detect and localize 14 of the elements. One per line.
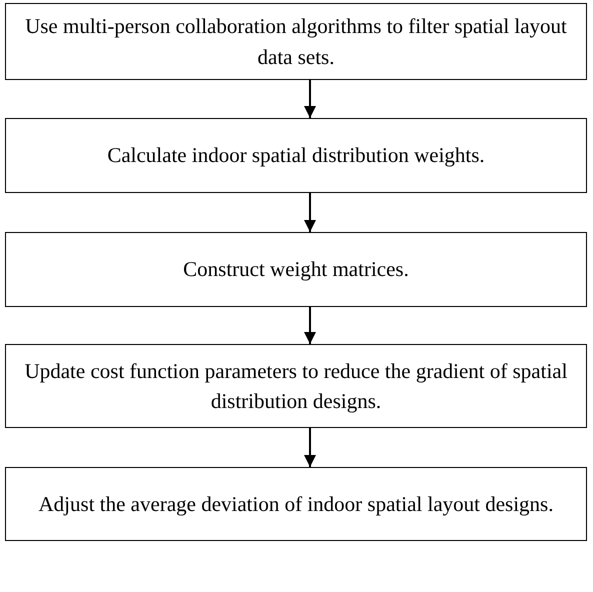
arrow (304, 307, 316, 344)
arrow (304, 193, 316, 232)
arrow (304, 428, 316, 467)
step-text: Adjust the average deviation of indoor spatial layout designs. (38, 490, 554, 518)
step-text: Calculate indoor spatial distribution weights. (107, 142, 485, 170)
process-box (5, 344, 587, 428)
process-box (5, 118, 587, 193)
process-box (5, 467, 587, 541)
step-text: Update cost function parameters to reduce the gradient of spatial distribution designs. (24, 358, 568, 415)
step-text: Use multi-person collaboration algorithms to filter spatial layout data sets. (24, 13, 568, 70)
arrow (304, 80, 316, 118)
step-text: Construct weight matrices. (183, 256, 409, 284)
process-box (5, 232, 587, 307)
process-box (5, 3, 587, 80)
